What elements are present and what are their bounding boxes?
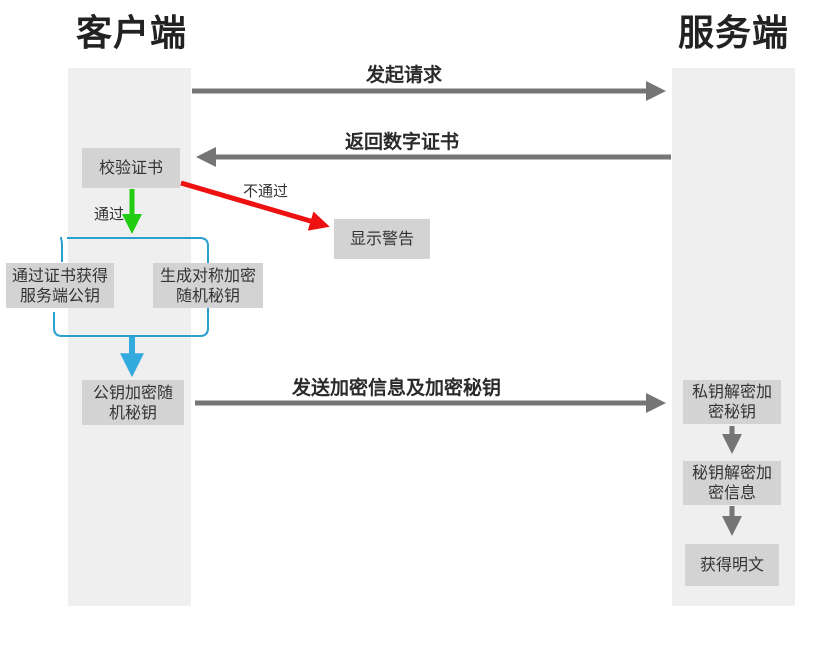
fail-arrow xyxy=(180,180,330,231)
get-pubkey-step: 通过证书获得 服务端公钥 xyxy=(6,263,114,308)
encrypt-key-step: 公钥加密随 机秘钥 xyxy=(82,380,184,425)
show-warning-step: 显示警告 xyxy=(334,219,430,259)
get-pubkey-text-line2: 服务端公钥 xyxy=(19,285,100,305)
decrypt-key-step: 私钥解密加 密秘钥 xyxy=(683,380,781,424)
gen-key-text-line1: 生成对称加密 xyxy=(159,265,256,285)
get-pubkey-text-line1: 通过证书获得 xyxy=(11,265,108,285)
send-encrypted-label: 发送加密信息及加密秘钥 xyxy=(292,377,502,399)
pass-label: 通过 xyxy=(94,205,125,223)
decrypt-msg-step: 秘钥解密加 密信息 xyxy=(683,461,781,505)
verify-cert-step: 校验证书 xyxy=(82,148,180,188)
decrypt-msg-text-line1: 秘钥解密加 xyxy=(691,463,772,482)
encrypt-key-text-line1: 公钥加密随 xyxy=(92,382,173,402)
server-lane-title: 服务端 xyxy=(678,13,790,54)
key-steps-group xyxy=(53,237,209,337)
show-warning-text: 显示警告 xyxy=(349,229,414,248)
verify-cert-text: 校验证书 xyxy=(98,158,163,177)
decrypt-msg-text-line2: 密信息 xyxy=(707,483,756,502)
get-plaintext-step: 获得明文 xyxy=(685,544,779,586)
return-cert-label: 返回数字证书 xyxy=(345,131,460,153)
fail-label: 不通过 xyxy=(243,182,289,200)
encrypt-key-text-line2: 机秘钥 xyxy=(108,402,157,422)
get-plaintext-text: 获得明文 xyxy=(699,555,764,574)
gen-key-step: 生成对称加密 随机秘钥 xyxy=(153,263,263,308)
decrypt-key-text-line1: 私钥解密加 xyxy=(691,382,772,401)
client-lane-title: 客户端 xyxy=(76,13,188,54)
gen-key-text-line2: 随机秘钥 xyxy=(175,285,240,305)
send-request-label: 发起请求 xyxy=(366,64,443,86)
decrypt-key-text-line2: 密秘钥 xyxy=(707,402,756,421)
